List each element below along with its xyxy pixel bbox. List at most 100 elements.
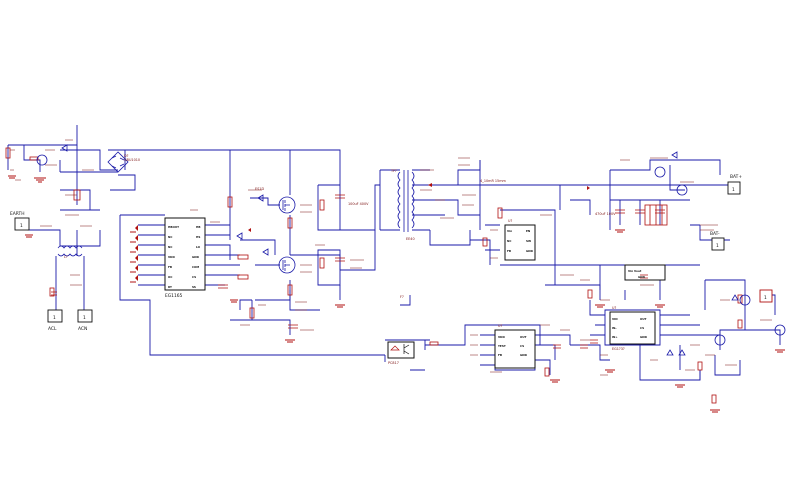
bridge-ref-label: D?: [124, 154, 129, 158]
diode: [666, 349, 674, 356]
svg-text:CS: CS: [192, 275, 196, 279]
wire: [485, 209, 556, 266]
capacitor: [51, 291, 57, 296]
resistor: [237, 254, 249, 260]
ground-symbol: [34, 177, 46, 183]
resistor: [319, 199, 325, 211]
svg-text:CS: CS: [520, 344, 524, 348]
diode: [248, 228, 251, 232]
port-box: [47, 309, 63, 323]
ic-body: [609, 311, 656, 345]
text-mark: [10, 139, 94, 227]
svg-text:FB: FB: [507, 249, 511, 253]
components: [5, 147, 743, 404]
wire: [669, 165, 685, 191]
svg-text:LO: LO: [196, 245, 201, 249]
opto-transistor: [403, 344, 410, 355]
resistor: [29, 156, 39, 161]
svg-text:OC: OC: [168, 275, 172, 279]
wire: [290, 254, 341, 270]
wire: [410, 339, 430, 371]
diode-fills: [135, 183, 590, 281]
port-bat-minus: 1: [711, 237, 725, 251]
inductor-l1: [57, 245, 83, 257]
wire: [55, 256, 85, 315]
svg-text:IN-: IN-: [612, 326, 617, 330]
optocoupler: [387, 341, 415, 359]
input-cap-label: 100uF 400V: [348, 202, 369, 206]
wire: [340, 230, 376, 271]
ground-symbol: [550, 379, 560, 383]
transistor: [714, 334, 726, 346]
resistor: [5, 147, 11, 159]
text-mark: [15, 179, 718, 301]
port-box: [759, 289, 773, 303]
svg-text:HB: HB: [196, 225, 200, 229]
wire: [27, 222, 101, 247]
ground-symbol: [230, 299, 238, 303]
svg-text:FB: FB: [498, 353, 502, 357]
opto-led: [390, 345, 400, 351]
inductor-coil: [57, 245, 83, 249]
diode: [731, 294, 739, 301]
transistor: [676, 184, 688, 196]
svg-text:HBOUT: HBOUT: [168, 225, 179, 229]
resistor: [544, 367, 550, 377]
sense-label: 4_10mR 15mm: [480, 179, 507, 183]
svg-text:1: 1: [764, 295, 767, 301]
ground-symbol: [335, 304, 345, 308]
text-mark: [490, 157, 694, 281]
port-box: [711, 237, 725, 251]
diode: [135, 225, 138, 281]
wire: [429, 230, 471, 246]
port-acn: 1: [77, 309, 93, 323]
text-mark: [540, 299, 772, 356]
wire: [704, 280, 781, 345]
u3-ref-label: U?: [498, 324, 502, 328]
wire: [609, 185, 690, 230]
diode: [111, 155, 125, 169]
wire: [660, 314, 720, 336]
wire: [251, 300, 291, 335]
wire: [250, 197, 291, 255]
wire: [545, 284, 601, 300]
inductor-coil: [57, 253, 83, 257]
opto-body: [387, 341, 415, 359]
transistor: [739, 294, 751, 306]
wire: [59, 160, 118, 173]
ic-body: [504, 224, 536, 261]
svg-text:HS: HS: [196, 235, 200, 239]
mosfet-high: [278, 196, 296, 214]
bridge-part-label: GBU1010: [124, 158, 140, 162]
u4-part-label: EG1?3?: [612, 347, 625, 351]
diode: [236, 232, 243, 240]
svg-text:GND: GND: [640, 335, 648, 339]
svg-text:NC: NC: [168, 245, 172, 249]
ground-symbol: [655, 304, 665, 308]
svg-text:NC: NC: [507, 239, 511, 243]
svg-text:GND: GND: [192, 255, 200, 259]
capacitor: [649, 205, 663, 225]
bridge-rectifier: [107, 151, 129, 173]
resistor: [287, 284, 293, 296]
wire: [705, 279, 746, 350]
wire: [412, 169, 430, 231]
diode: [257, 194, 264, 202]
transformer-secondary: [411, 171, 415, 229]
ref-designator-marks: [10, 139, 772, 376]
ground-symbols: [8, 175, 785, 413]
capacitor: [615, 209, 665, 214]
wire: [430, 199, 480, 216]
resistor: [737, 294, 743, 304]
transformer: [397, 170, 415, 232]
ground-symbol: [130, 231, 136, 283]
ground-symbol: [285, 339, 295, 343]
svg-text:NC: NC: [168, 235, 172, 239]
capacitor: [335, 194, 345, 262]
resistor: [249, 307, 255, 319]
transformer-ref-label: TF?: [390, 169, 397, 173]
wire: [379, 169, 400, 231]
wire: [317, 184, 341, 231]
port-right: 1: [759, 289, 773, 303]
